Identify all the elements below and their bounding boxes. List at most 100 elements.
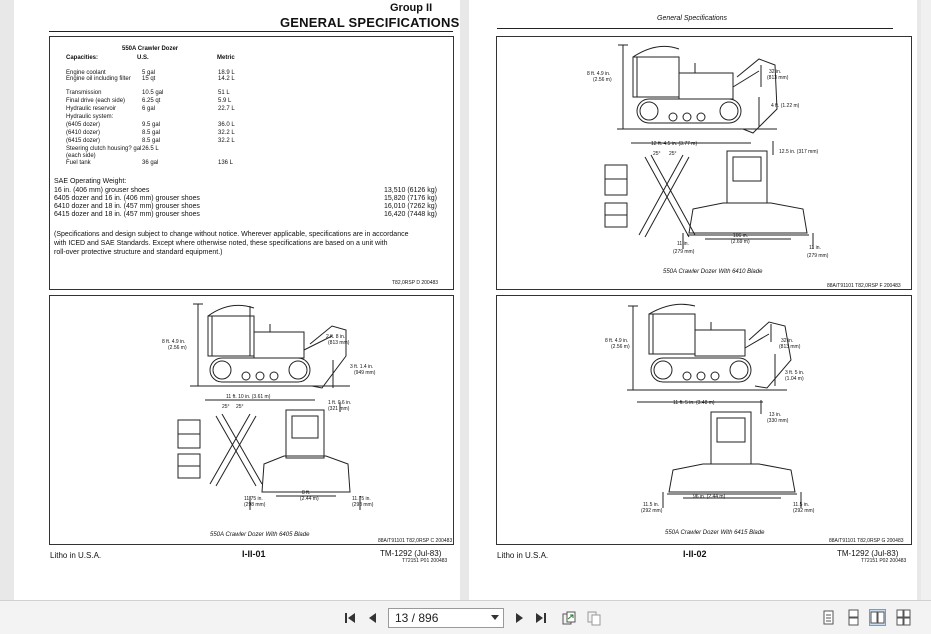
dim-side-left: 11.75 in. [244,496,263,502]
two-page-continuous-view-icon[interactable] [895,609,912,626]
footer-litho: Litho in U.S.A. [497,551,549,560]
dim-side-right: 11.5 in. [793,502,810,508]
dim-angle-left: 25° [222,404,230,410]
viewer-toolbar: 13 / 896 [0,600,931,634]
capacity-label: Final drive (each side) [66,98,126,104]
weight-label: 16 in. (406 mm) grouser shoes [54,187,150,194]
weight-label: 6410 dozer and 18 in. (457 mm) grouser s… [54,203,200,210]
dim-height: 8 ft. 4.9 in. [162,339,186,345]
weight-title: SAE Operating Weight: [54,178,127,185]
capacity-us-value: 6.25 qt [142,98,161,104]
dim-cut: 12.5 in. (317 mm) [779,149,819,155]
footer-page-number: I-II-01 [242,549,266,559]
drawing-caption: 550A Crawler Dozer With 6410 Blade [663,269,763,275]
first-page-icon[interactable] [341,609,359,627]
header-rule [497,28,893,29]
dim-blade-drop-mm: (949 mm) [354,370,376,376]
dim-drop: 3 ft. 5 in. [785,370,805,376]
dim-blade-drop: 3 ft. 1.4 in. [350,364,374,370]
dim-length: 11 ft. 10 in. (3.61 m) [226,394,271,400]
page-copy-icon[interactable] [585,609,603,627]
page-export-icon[interactable] [560,609,578,627]
dim-width: 8 ft. [302,490,311,496]
capacity-us-value: 9.5 gal [142,122,161,128]
dim-length: 11 ft. 5 in. (3.48 m) [673,400,715,406]
us-header: U.S. [137,55,149,61]
drawing-caption: 550A Crawler Dozer With 6405 Blade [210,532,310,538]
dim-drop-mm: (1.04 m) [785,376,804,382]
footer-manual-id: TM-1292 (Jul-83) [380,549,442,558]
metric-header: Metric [217,55,235,61]
next-page-icon[interactable] [510,609,528,627]
prev-page-icon[interactable] [364,609,382,627]
dim-side-right: 11 in. [809,245,821,251]
capacity-metric-value: 14.2 L [218,76,235,82]
dim-cut: 13 in. [769,412,782,418]
capacity-label: Steering clutch housing? gal [66,146,142,152]
capacity-metric-value: 22.7 L [218,106,235,112]
title-rule [49,31,453,32]
footer-sub-code: T72151 P02 200483 [861,558,907,564]
weight-label: 6415 dozer and 18 in. (457 mm) grouser s… [54,211,200,218]
dim-side-left: 11 in. [677,241,689,247]
dim-lift: 32 in. [781,338,794,344]
dim-side-left-mm: (279 mm) [673,249,695,255]
vertical-scrollbar[interactable] [921,0,931,600]
capacity-us-value: 5 gal [142,70,156,76]
dim-length: 12 ft. 4.5 in. (3.77 m) [651,141,698,147]
dim-side-left: 11.5 in. [643,502,660,508]
single-page-view-icon[interactable] [820,609,837,626]
spec-box: 550A Crawler Dozer Capacities: U.S. Metr… [49,36,454,290]
dim-lift: 32 in. [769,69,782,75]
capacity-label: Engine coolant [66,70,106,76]
capacity-label: (6415 dozer) [66,138,101,144]
footer-sub-code: T72151 P01 200483 [402,558,448,564]
capacities-header: Capacities: [66,55,99,61]
dim-side-right-mm: (298 mm) [352,502,374,508]
footer-page-number: I-II-02 [683,549,707,559]
capacity-us-value: 36 gal [142,160,159,166]
dim-angle-right: 25° [669,151,677,157]
capacity-label: Transmission [66,90,102,96]
capacity-label: Hydraulic system: [66,114,114,120]
dim-side-left-mm: (298 mm) [244,502,266,508]
dim-cut: 1 ft. 0.6 in. [328,400,352,406]
model-title: 550A Crawler Dozer [122,46,179,52]
capacity-metric-value: 32.2 L [218,130,235,136]
dozer-drawing-6405 [177,303,361,510]
note-line-2: with ICED and SAE Standards. Except wher… [54,240,388,247]
capacity-label: Fuel tank [66,160,91,166]
chevron-down-icon[interactable] [491,615,499,620]
note-line-3: roll-over protective structure and stand… [54,249,223,256]
capacity-metric-value: 32.2 L [218,138,235,144]
dim-height-m: (2.56 m) [168,345,187,351]
last-page-icon[interactable] [532,609,550,627]
dim-side-left-mm: (292 mm) [641,508,663,514]
two-page-view-icon[interactable] [869,609,886,626]
capacity-metric-value: 136 L [218,160,234,166]
capacity-metric-value: 51 L [218,90,230,96]
drawing-ref-code: 88A/T91101 T82,0RSP F 200483 [827,283,901,289]
continuous-view-icon[interactable] [845,609,862,626]
capacity-metric-value: 18.9 L [218,70,235,76]
capacity-us-value: 6 gal [142,106,156,112]
footer-manual-id: TM-1292 (Jul-83) [837,549,899,558]
capacity-us-value: 26.5 L [142,146,159,152]
footer-litho: Litho in U.S.A. [50,551,102,560]
drawing-caption: 550A Crawler Dozer With 6415 Blade [665,530,765,536]
capacity-label: (6410 dozer) [66,130,101,136]
capacity-us-value: 8.5 gal [142,130,161,136]
weight-value: 15,820 (7176 kg) [384,195,437,202]
dim-width: 96 in. (2.44 m) [693,494,726,500]
dim-width-m: (2.69 m) [731,239,750,245]
capacity-label: Hydraulic reservoir [66,106,117,112]
drawing-box-6415: 8 ft. 4.9 in. (2.56 m) 32 in. (813 mm) 3… [496,295,912,545]
dim-width-m: (2.44 m) [300,496,319,502]
dim-blade-lift-mm: (813 mm) [328,340,350,346]
page-number-select[interactable]: 13 / 896 [388,608,504,628]
drawing-box-6405: 8 ft. 4.9 in. (2.56 m) 2 ft. 8 in. (813 … [49,295,454,545]
weight-value: 16,010 (7262 kg) [384,203,437,210]
capacity-label: Engine oil including filter [66,76,131,82]
dim-cut-mm: (321 mm) [328,406,350,412]
dim-cut-mm: (330 mm) [767,418,789,424]
